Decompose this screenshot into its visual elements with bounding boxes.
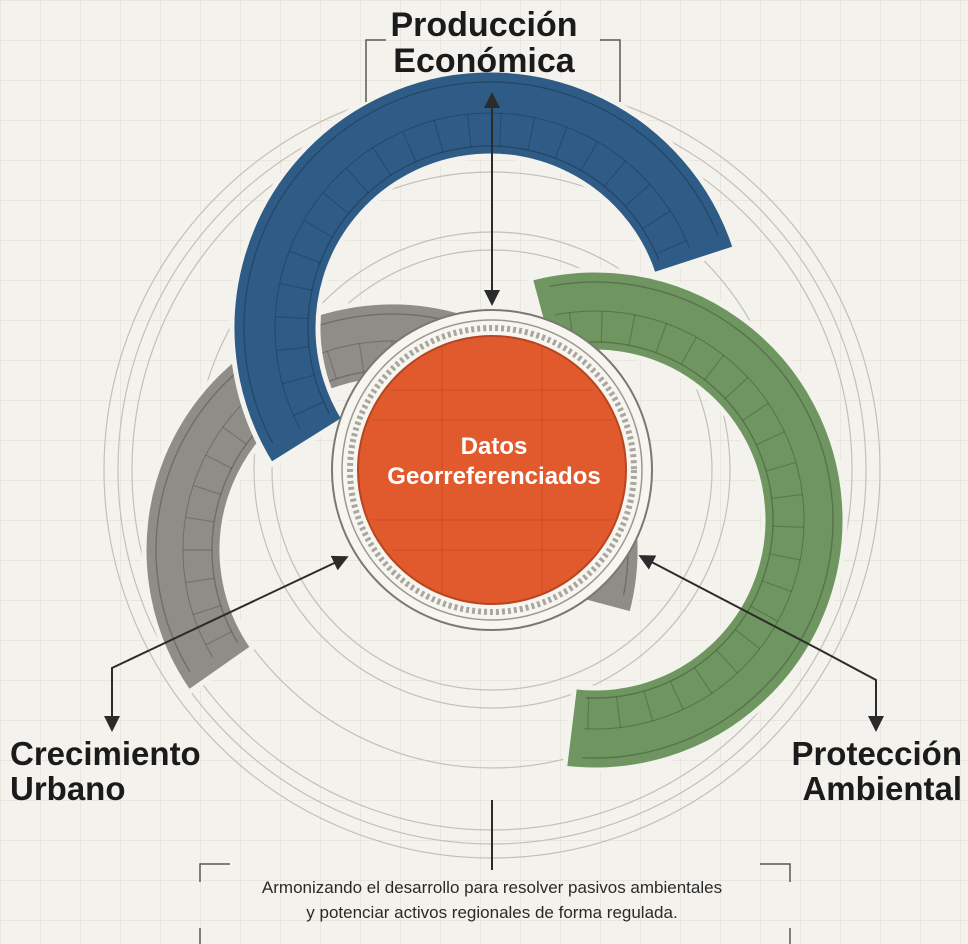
arc-ambiental-band-detail-tick	[600, 311, 603, 343]
arc-urbano-band-detail-tick	[185, 577, 215, 584]
arc-economica-band-detail-tick	[554, 127, 568, 159]
arc-urbano-band-detail-tick	[205, 631, 232, 646]
label-top-line-2: Económica	[393, 41, 575, 80]
arc-economica-band-detail-tick	[282, 374, 315, 385]
caption-line-2: y potenciar activos regionales de forma …	[306, 902, 678, 922]
label-top-line-1: Producción	[390, 6, 578, 44]
arc-urbano-band-detail-tick	[193, 484, 221, 495]
arc-ambiental-band-detail-line	[555, 310, 805, 730]
arc-ambiental-band-detail-tick	[715, 649, 738, 674]
arc-ambiental-band-detail-tick	[669, 681, 684, 710]
arc-economica-band-detail-tick	[279, 282, 313, 291]
arc-economica-band	[229, 67, 739, 469]
arc-economica-band-detail-line	[243, 81, 719, 444]
arc-ambiental-band-detail-tick	[628, 314, 636, 346]
arrow-left-in	[149, 555, 349, 651]
caption: Armonizando el desarrollo para resolver …	[206, 876, 778, 925]
arc-ambiental-band-detail-tick	[655, 323, 668, 353]
arc-ambiental-band-detail-tick	[756, 431, 785, 446]
arc-economica-band-detail-tick	[604, 160, 626, 187]
arc-ambiental-band-detail-tick	[587, 697, 590, 729]
arc-ambiental-band-detail-line	[560, 341, 774, 699]
arc-economica-band-detail-tick	[656, 240, 687, 255]
center-line-2: Georreferenciados	[387, 463, 601, 490]
arc-urbano-band-detail-tick	[185, 516, 215, 523]
arc-economica-band-detail-tick	[275, 316, 309, 320]
arc-ambiental-band-detail-tick	[762, 580, 792, 593]
arc-ambiental-band-detail-tick	[750, 605, 779, 622]
arc-economica-band-detail-tick	[527, 117, 536, 151]
arrow-left-out	[104, 649, 151, 732]
arc-ambiental-band-detail-tick	[704, 354, 725, 381]
label-produccion-economica: Producción Económica	[356, 6, 612, 80]
label-right-line-1: Protección	[791, 735, 962, 772]
arc-ambiental-band-detail-tick	[724, 377, 749, 400]
arc-urbano-band-detail-tick	[358, 343, 365, 373]
arc-ambiental-band-detail-tick	[694, 667, 713, 694]
label-crecimiento-urbano: Crecimiento Urbano	[10, 735, 201, 807]
arc-ambiental-band-detail-tick	[643, 690, 654, 722]
arc-economica-band-detail-tick	[466, 114, 472, 148]
arc-ambiental-band-detail-tick	[742, 402, 769, 421]
label-left-line-1: Crecimiento	[10, 735, 201, 772]
center-hub	[331, 309, 653, 631]
arc-economica-band-detail-tick	[580, 141, 599, 171]
arc-economica-band-detail-tick	[293, 401, 324, 416]
arc-economica-band-detail-tick	[498, 113, 502, 147]
arc-ambiental-band-detail-line	[549, 281, 834, 759]
arc-ambiental-band-detail-tick	[772, 525, 804, 528]
arc-economica-band-detail-tick	[402, 131, 417, 162]
connector-arrows	[104, 92, 884, 870]
arrow-right-out	[819, 649, 884, 732]
caption-line-1: Armonizando el desarrollo para resolver …	[261, 878, 723, 897]
arc-ambiental-band-detail-tick	[734, 629, 761, 650]
arc-economica-band-detail-tick	[624, 183, 651, 207]
label-proteccion-ambiental: Protección Ambiental	[700, 735, 962, 807]
arc-economica-band-detail-tick	[372, 147, 392, 176]
arc-ambiental-band	[527, 267, 848, 773]
arc-ambiental-band-detail-tick	[771, 493, 803, 499]
arc-economica-band-detail-tick	[345, 167, 369, 194]
label-brackets	[199, 39, 791, 944]
arc-ambiental-band-detail-tick	[680, 336, 697, 365]
arc-economica-band-detail-tick	[642, 210, 671, 230]
arc-produccion-economica	[229, 67, 739, 469]
arc-urbano-band-detail-tick	[193, 605, 221, 616]
label-left-line-2: Urbano	[10, 769, 126, 807]
arc-ambiental-band-detail-tick	[765, 461, 797, 472]
arc-economica-band-detail-tick	[289, 250, 321, 264]
arc-ambiental-band-detail-tick	[769, 553, 801, 561]
center-label: Datos Georreferenciados	[352, 432, 636, 492]
arc-economica-band-detail-tick	[433, 120, 444, 153]
arc-urbano-band-detail-tick	[326, 351, 337, 379]
arc-ambiental-band-detail-tick	[616, 696, 622, 728]
center-disk	[357, 335, 627, 605]
arrow-right-in	[638, 555, 821, 651]
arc-economica-band-detail-line	[274, 112, 690, 430]
label-right-line-2: Ambiental	[802, 769, 962, 807]
arc-urbano-band-detail-tick	[205, 454, 232, 469]
center-line-1: Datos	[460, 433, 528, 460]
arc-economica-band-detail-tick	[303, 219, 333, 238]
arc-urbano-band-detail-tick	[222, 426, 247, 445]
arc-economica-band-detail-line	[307, 145, 660, 414]
arc-economica-band-detail-tick	[276, 346, 310, 352]
arc-economica-band-detail-tick	[322, 192, 349, 214]
arc-proteccion-ambiental	[527, 267, 848, 773]
